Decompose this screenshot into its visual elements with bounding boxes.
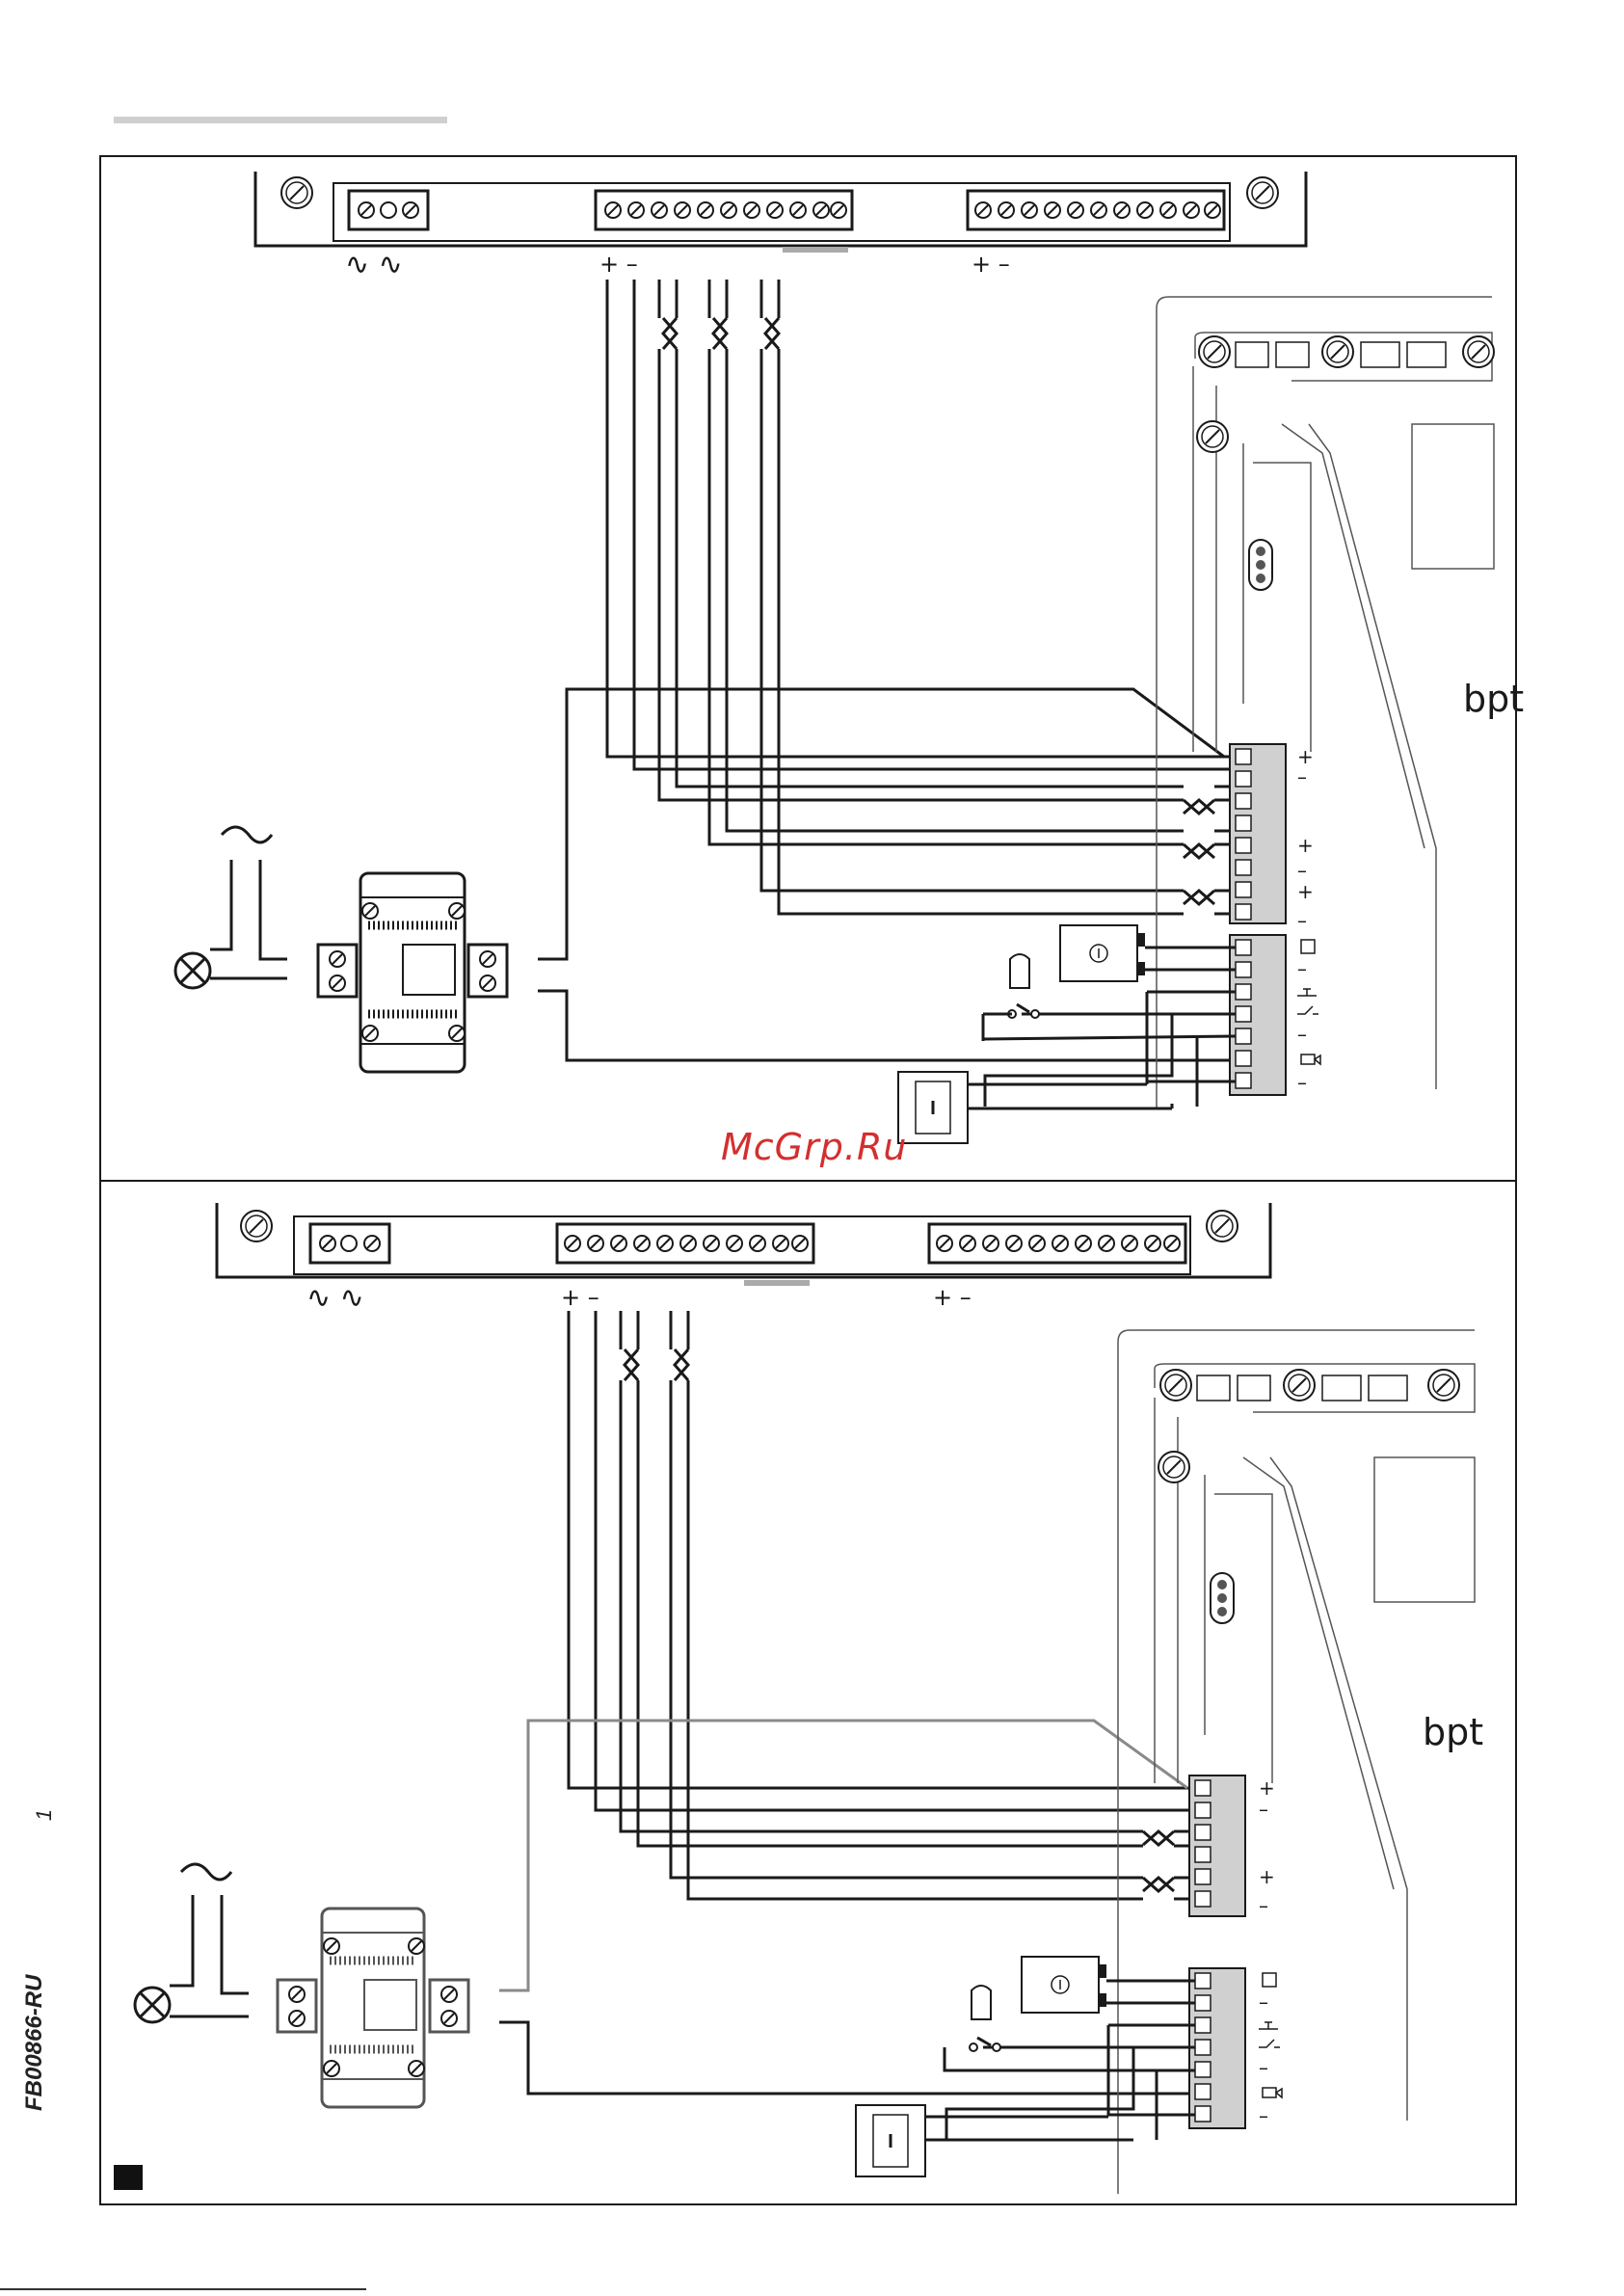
tb-b-plus-1: + [1259, 1776, 1275, 1800]
push-button-icon [1010, 954, 1029, 988]
tb-minus-5: – [1297, 1023, 1307, 1046]
plus-minus-label-b: + – [561, 1284, 599, 1311]
tb-b-minus-1: – [1259, 1798, 1268, 1821]
tb-minus-3: – [1297, 909, 1307, 932]
plus-minus-label-b2: + – [933, 1284, 972, 1311]
plus-minus-label: + – [599, 251, 638, 278]
document-code: FB00866-RU [21, 1975, 48, 2111]
footer-rule [0, 2288, 366, 2290]
tb-minus-2: – [1297, 859, 1307, 882]
brand-mark: bpt [1463, 678, 1524, 720]
bottom-panel: ∿ ∿ + – + – [135, 1203, 1483, 2194]
tb-b-minus-4: – [1259, 2056, 1268, 2079]
corner-marker [114, 2165, 143, 2190]
tb-b-plus-2: + [1259, 1865, 1275, 1888]
tb-minus-1: – [1297, 765, 1307, 788]
transformer-1 [318, 873, 507, 1072]
brand-mark-b: bpt [1423, 1711, 1483, 1753]
tb-b-minus-2: – [1259, 1894, 1268, 1917]
tb-minus-6: – [1297, 1071, 1307, 1094]
ac-label-b: ∿ ∿ [306, 1281, 364, 1315]
ac-label: ∿ ∿ [345, 248, 403, 281]
tb-b-minus-5: – [1259, 2104, 1268, 2127]
tb-minus-4: – [1297, 957, 1307, 980]
watermark: McGrp.Ru [721, 1126, 907, 1168]
top-panel: ∿ ∿ + – + – [175, 172, 1524, 1143]
tb-plus-3: + [1297, 880, 1314, 903]
transformer-2 [278, 1909, 468, 2107]
tb-plus-2: + [1297, 834, 1314, 857]
ac-symbol-b [181, 1864, 231, 1880]
plus-minus-label-2: + – [972, 251, 1010, 278]
page-number: 1 [32, 1809, 57, 1821]
ac-symbol [222, 827, 272, 842]
tb-b-minus-3: – [1259, 1990, 1268, 2014]
